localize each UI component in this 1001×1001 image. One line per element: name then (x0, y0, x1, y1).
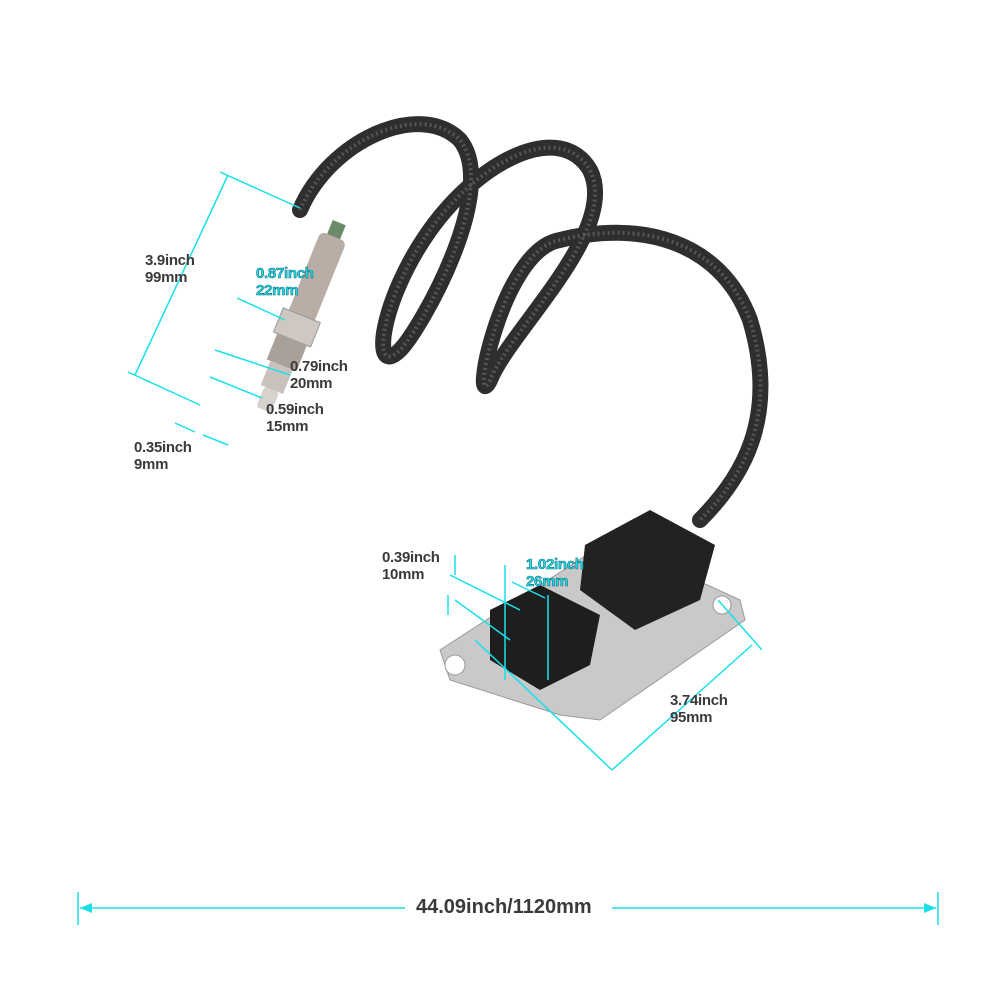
tip-diameter-mm: 15mm (266, 418, 309, 435)
sensor-length-mm: 99mm (145, 269, 188, 286)
sensor-length-label: 3.9inch 99mm (145, 252, 195, 286)
sensor-length-inch: 3.9inch (145, 252, 195, 269)
connector-width-label: 1.02inch 26mm (526, 556, 585, 591)
tip-end-diameter-inch: 0.35inch (134, 439, 192, 456)
connector-width-mm: 26mm (526, 573, 569, 591)
total-length-label: 44.09inch/1120mm (412, 896, 596, 919)
connector-height-inch: 0.39inch (382, 549, 440, 566)
dimension-lines (77, 171, 939, 925)
connector-height-mm: 10mm (382, 566, 425, 583)
sensor-body-diameter-inch: 0.87inch (256, 265, 315, 283)
thread-diameter-inch: 0.79inch (290, 358, 348, 375)
sensor-body-diameter-mm: 22mm (256, 282, 299, 300)
module-length-inch: 3.74inch (670, 692, 728, 709)
connector-width-inch: 1.02inch (526, 556, 585, 574)
sensor-probe (257, 219, 346, 412)
control-module (439, 510, 746, 721)
connector-height-label: 0.39inch 10mm (382, 549, 440, 583)
tip-end-diameter-mm: 9mm (134, 456, 169, 473)
module-length-mm: 95mm (670, 709, 713, 726)
tip-diameter-inch: 0.59inch (266, 401, 324, 418)
tip-diameter-label: 0.59inch 15mm (266, 401, 324, 435)
thread-diameter-label: 0.79inch 20mm (290, 358, 348, 392)
tip-end-diameter-label: 0.35inch 9mm (134, 439, 192, 473)
sensor-body-diameter-label: 0.87inch 22mm (256, 265, 315, 300)
thread-diameter-mm: 20mm (290, 375, 333, 392)
cable (292, 116, 769, 528)
module-length-label: 3.74inch 95mm (670, 692, 728, 726)
